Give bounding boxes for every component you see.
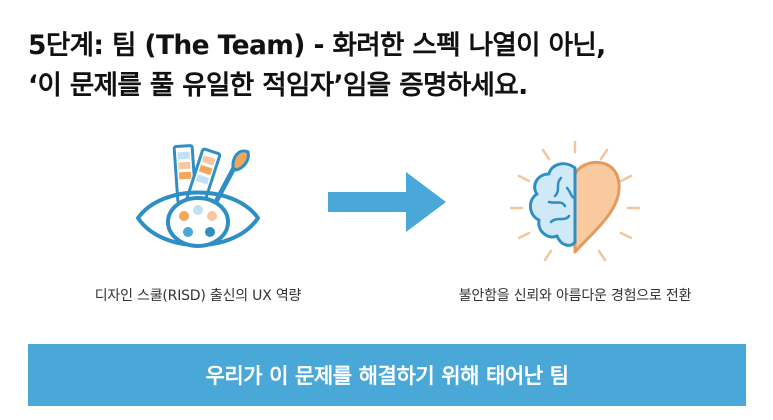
banner-text: 우리가 이 문제를 해결하기 위해 태어난 팀 <box>205 364 569 388</box>
right-caption: 불안함을 신뢰와 아름다운 경험으로 전환 <box>458 288 692 304</box>
eye-palette-brush-icon <box>136 144 260 248</box>
right-arrow-icon <box>328 172 446 232</box>
headline: 5단계: 팀 (The Team) - 화려한 스펙 나열이 아닌, ‘이 문제… <box>28 26 758 106</box>
left-caption: 디자인 스쿨(RISD) 출신의 UX 역량 <box>94 288 302 304</box>
headline-line-2: ‘이 문제를 풀 유일한 적임자’임을 증명하세요. <box>28 70 528 101</box>
headline-line-1: 5단계: 팀 (The Team) - 화려한 스펙 나열이 아닌, <box>28 30 606 61</box>
brain-heart-icon <box>509 140 641 262</box>
ray-lines <box>509 140 641 262</box>
heart-icon <box>573 160 621 254</box>
palette-icon <box>166 196 230 248</box>
brain-icon <box>529 162 577 247</box>
conclusion-banner: 우리가 이 문제를 해결하기 위해 태어난 팀 <box>28 344 746 406</box>
